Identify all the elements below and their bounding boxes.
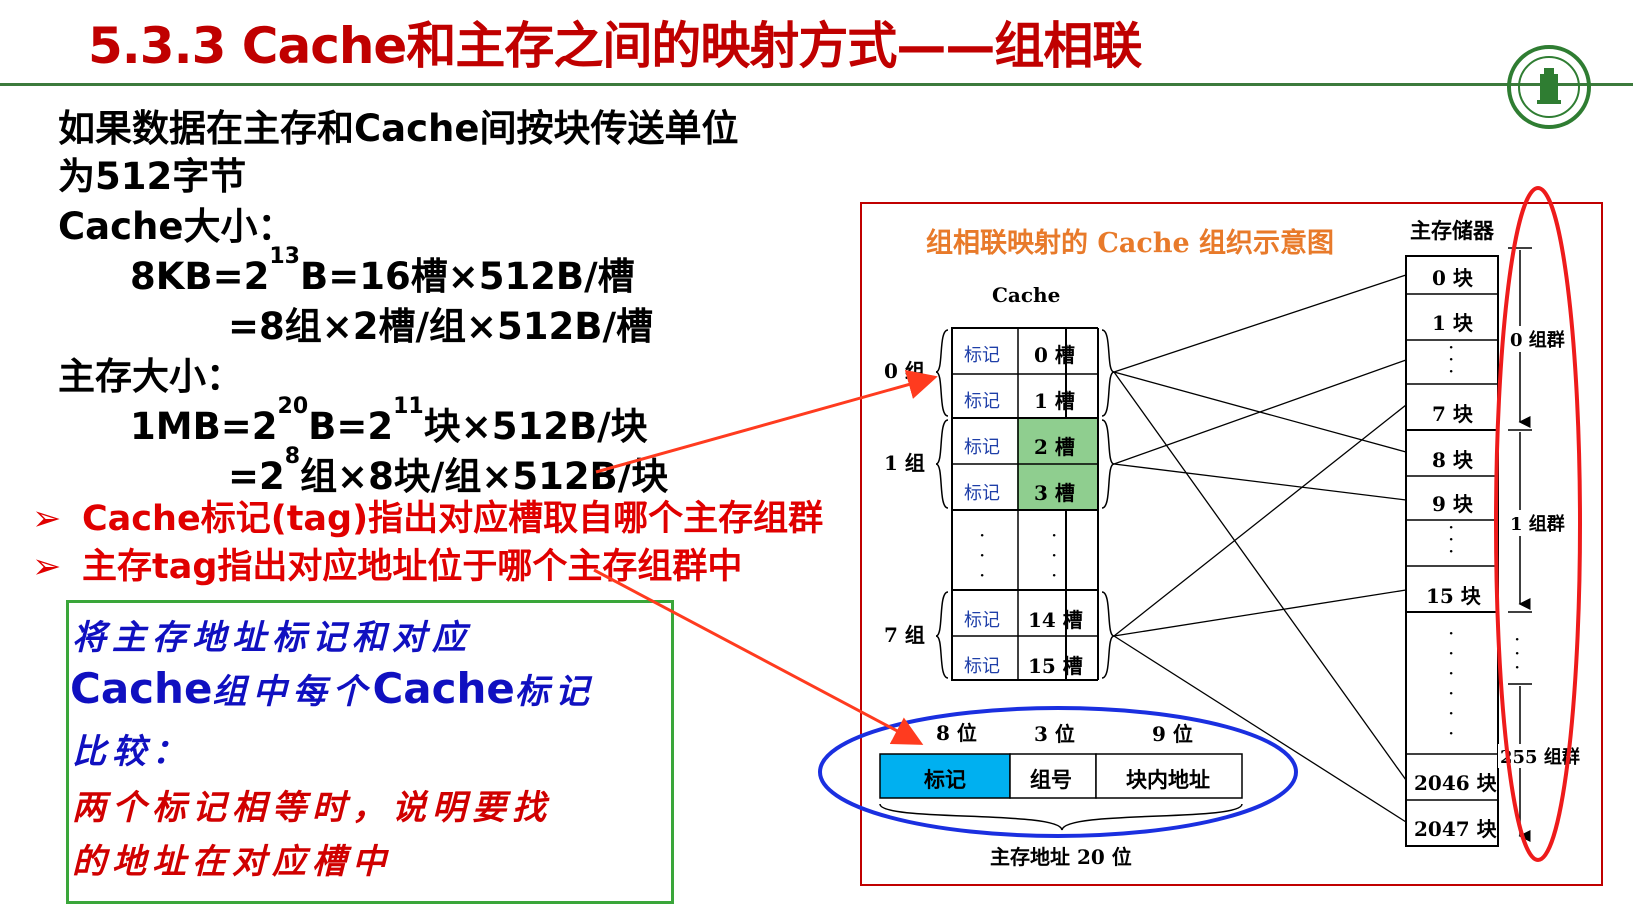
cache-equation-2: =8组×2槽/组×512B/槽	[228, 305, 653, 348]
block-group-label: 0 组群	[1510, 329, 1565, 351]
note-line-3: 比较：	[72, 732, 192, 772]
memory-label: 主存储器	[1410, 218, 1495, 243]
memory-column: 0 块 1 块 7 块 8 块 9 块 15 块 2046 块 2047 块 ·…	[1405, 255, 1499, 847]
group-label: 7 组	[884, 623, 925, 647]
memory-block-label: 1 块	[1432, 311, 1474, 335]
block-group-label: 1 组群	[1510, 513, 1565, 535]
memory-equation-1: 1MB=220B=211块×512B/块	[130, 394, 648, 448]
annotation-arrow-cache-tag	[595, 370, 938, 474]
mapping-lines	[1113, 274, 1407, 823]
address-bits-label: 8 位	[936, 721, 977, 745]
vertical-ellipsis: ·	[1051, 543, 1057, 567]
note-line-5: 的地址在对应槽中	[72, 842, 392, 882]
memory-block-label: 0 块	[1432, 266, 1474, 290]
tag-cell: 标记	[964, 483, 1000, 504]
slot-label: 2 槽	[1034, 435, 1075, 459]
cache-size-label: Cache大小：	[58, 205, 295, 248]
vertical-ellipsis: ·	[1448, 515, 1454, 539]
slot-label: 1 槽	[1034, 389, 1075, 413]
vertical-ellipsis: ·	[1514, 641, 1520, 665]
cache-table: 标记 标记 标记 标记 标记 标记 0 槽 1 槽 2 槽 3 槽 14 槽 1…	[951, 327, 1099, 681]
slot-label: 0 槽	[1034, 343, 1075, 367]
vertical-ellipsis: ·	[1448, 721, 1454, 745]
vertical-ellipsis: ·	[1448, 661, 1454, 685]
vertical-ellipsis: ·	[1051, 563, 1057, 587]
vertical-ellipsis: ·	[979, 523, 985, 547]
address-format: 8 位 3 位 9 位 标记 组号 块内地址 主存地址 20 位	[879, 721, 1243, 869]
title-divider	[0, 83, 1633, 86]
slot-label: 15 槽	[1028, 654, 1083, 678]
address-highlight-ellipse	[818, 706, 1298, 838]
address-tag-field	[879, 753, 1011, 799]
vertical-ellipsis: ·	[1448, 335, 1454, 359]
body-line-1: 如果数据在主存和Cache间按块传送单位	[58, 107, 739, 150]
tag-cell: 标记	[964, 345, 1000, 366]
group-label: 0 组	[884, 359, 925, 383]
vertical-ellipsis: ·	[1448, 621, 1454, 645]
tag-cell: 标记	[964, 656, 1000, 677]
memory-equation-2: =28组×8块/组×512B/块	[228, 444, 669, 498]
vertical-ellipsis: ·	[1448, 527, 1454, 551]
slot-label: 3 槽	[1034, 481, 1075, 505]
block-group-label: 255 组群	[1500, 746, 1580, 768]
vertical-ellipsis: ·	[979, 563, 985, 587]
tag-cell: 标记	[964, 391, 1000, 412]
note-line-1: 将主存地址标记和对应	[72, 618, 472, 658]
address-field-label: 组号	[1030, 767, 1072, 792]
memory-block-label: 9 块	[1432, 492, 1474, 516]
vertical-ellipsis: ·	[1448, 681, 1454, 705]
vertical-ellipsis: ·	[1514, 627, 1520, 651]
tag-cell: 标记	[964, 437, 1000, 458]
vertical-ellipsis: ·	[1448, 701, 1454, 725]
block-groups-highlight-ellipse	[1494, 186, 1582, 862]
address-field-label: 块内地址	[1126, 767, 1210, 792]
diagram-title: 组相联映射的 Cache 组织示意图	[926, 227, 1334, 259]
tag-cell: 标记	[964, 610, 1000, 631]
memory-block-label: 7 块	[1432, 402, 1474, 426]
address-group-field	[1009, 753, 1097, 799]
vertical-ellipsis: ·	[1448, 539, 1454, 563]
vertical-ellipsis: ·	[1448, 641, 1454, 665]
memory-block-label: 15 块	[1426, 584, 1482, 608]
vertical-ellipsis: ·	[1514, 655, 1520, 679]
memory-block-label: 8 块	[1432, 448, 1474, 472]
memory-size-label: 主存大小：	[58, 355, 243, 398]
address-field-label: 标记	[924, 767, 966, 792]
vertical-ellipsis: ·	[1448, 347, 1454, 371]
bullet-memory-tag: ➢主存tag指出对应地址位于哪个主存组群中	[32, 547, 743, 587]
university-logo-icon	[1507, 45, 1591, 129]
bullet-cache-tag: ➢Cache标记(tag)指出对应槽取自哪个主存组群	[32, 499, 824, 539]
arrow-bullet-icon: ➢	[32, 499, 62, 539]
address-bits-label: 9 位	[1152, 722, 1193, 746]
cache-label: Cache	[992, 283, 1060, 307]
vertical-ellipsis: ·	[1448, 359, 1454, 383]
annotation-arrow-memory-tag	[593, 568, 924, 745]
address-offset-field	[1095, 753, 1243, 799]
mapping-diagram-frame	[860, 202, 1603, 886]
body-line-2: 为512字节	[58, 155, 247, 198]
address-caption: 主存地址 20 位	[990, 845, 1132, 869]
slide-title: 5.3.3 Cache和主存之间的映射方式——组相联	[88, 17, 1142, 75]
cache-equation-1: 8KB=213B=16槽×512B/槽	[130, 244, 635, 298]
address-bits-label: 3 位	[1034, 722, 1075, 746]
slot-label: 14 槽	[1028, 608, 1083, 632]
note-box	[66, 600, 674, 904]
note-line-2: Cache组中每个Cache标记	[70, 664, 595, 713]
note-line-4: 两个标记相等时，说明要找	[72, 788, 552, 828]
arrow-bullet-icon: ➢	[32, 547, 62, 587]
group-label: 1 组	[884, 451, 925, 475]
vertical-ellipsis: ·	[1051, 523, 1057, 547]
vertical-ellipsis: ·	[979, 543, 985, 567]
memory-block-label: 2046 块	[1414, 771, 1498, 795]
memory-block-label: 2047 块	[1414, 817, 1498, 841]
